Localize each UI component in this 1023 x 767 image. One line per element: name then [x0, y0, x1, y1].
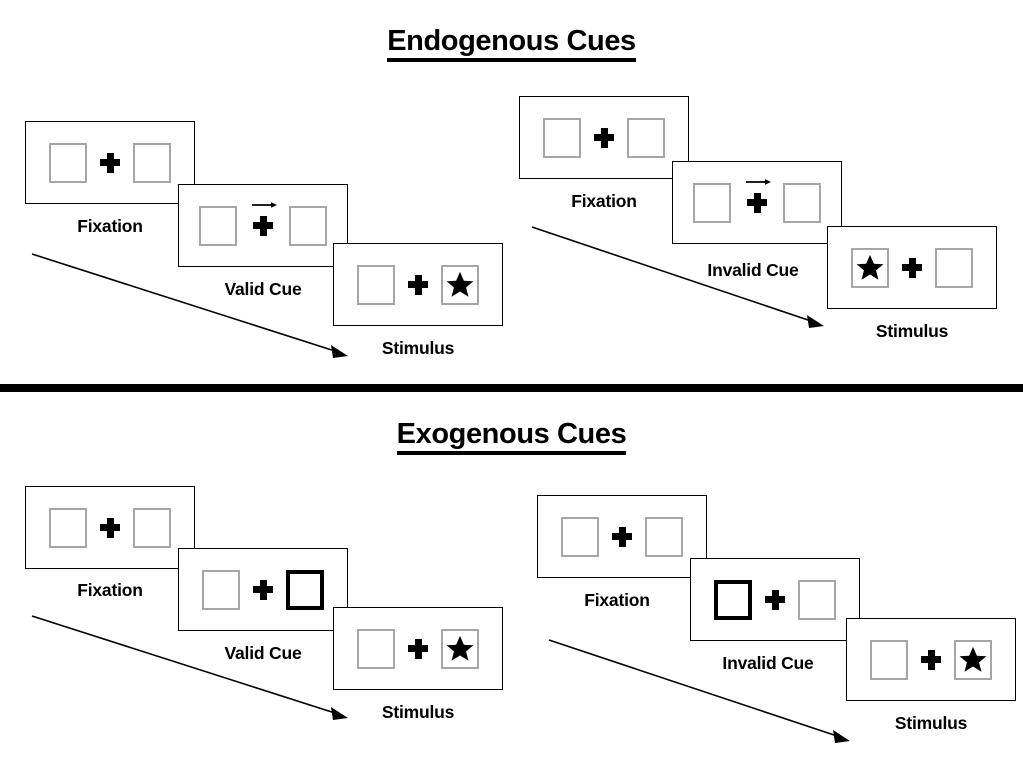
- panel-endo-invalid-cue: [672, 161, 842, 244]
- panel-exo-invalid-fixation: [537, 495, 707, 578]
- caption-endo-valid-stimulus: Stimulus: [381, 338, 455, 358]
- caption-endo-valid-fixation: Fixation: [77, 216, 143, 236]
- panel-endo-valid-cue: [178, 184, 348, 267]
- endogenous-section-title: Endogenous Cues: [0, 25, 1023, 62]
- left-box-with-star: [851, 247, 889, 288]
- panel-endo-invalid-fixation: [519, 96, 689, 179]
- exogenous-title-text: Exogenous Cues: [396, 418, 627, 455]
- left-box: [870, 639, 908, 680]
- left-box: [357, 264, 395, 305]
- panel-exo-valid-stimulus: [333, 607, 503, 690]
- endogenous-title-text: Endogenous Cues: [387, 25, 636, 62]
- caption-exo-invalid-fixation: Fixation: [584, 590, 650, 610]
- flow-arrow-exo-invalid: [548, 639, 850, 743]
- panel-exo-valid-cue: [178, 548, 348, 631]
- fixation-cross-icon: [765, 589, 785, 610]
- left-box: [357, 628, 395, 669]
- fixation-cross-icon: [902, 257, 922, 278]
- caption-exo-invalid-stimulus: Stimulus: [894, 713, 968, 733]
- panel-exo-invalid-cue: [690, 558, 860, 641]
- right-arrow-cue-icon: [746, 178, 772, 185]
- fixation-cross-icon: [747, 192, 767, 213]
- panel-exo-valid-fixation: [25, 486, 195, 569]
- center-cue-stack: [744, 178, 772, 213]
- caption-endo-valid-cue: Valid Cue: [224, 279, 302, 299]
- right-box-with-star: [954, 639, 992, 680]
- fixation-cross-icon: [612, 526, 632, 547]
- left-box: [202, 569, 240, 610]
- fixation-cross-icon: [100, 152, 120, 173]
- left-box: [49, 142, 87, 183]
- caption-exo-invalid-cue: Invalid Cue: [722, 653, 814, 673]
- right-box: [645, 516, 683, 557]
- fixation-cross-icon: [408, 274, 428, 295]
- fixation-cross-icon: [594, 127, 614, 148]
- caption-exo-valid-fixation: Fixation: [77, 580, 143, 600]
- star-icon: [856, 254, 884, 280]
- fixation-cross-icon: [100, 517, 120, 538]
- panel-exo-invalid-stimulus: [846, 618, 1016, 701]
- flow-arrow-endo-valid: [31, 253, 348, 358]
- right-box-with-star: [441, 628, 479, 669]
- fixation-cross-icon: [253, 215, 273, 236]
- caption-endo-invalid-stimulus: Stimulus: [875, 321, 949, 341]
- left-box: [543, 117, 581, 158]
- right-box-with-star: [441, 264, 479, 305]
- star-icon: [959, 646, 987, 672]
- left-box: [561, 516, 599, 557]
- right-box: [798, 579, 836, 620]
- left-box: [693, 182, 731, 223]
- left-box-cued: [714, 579, 752, 620]
- star-icon: [446, 271, 474, 297]
- right-box: [133, 507, 171, 548]
- right-box-cued: [286, 569, 324, 610]
- panel-endo-invalid-stimulus: [827, 226, 997, 309]
- right-box: [783, 182, 821, 223]
- right-box: [935, 247, 973, 288]
- fixation-cross-icon: [408, 638, 428, 659]
- center-cue-stack: [250, 201, 278, 236]
- flow-arrow-endo-invalid: [531, 226, 824, 328]
- left-box: [199, 205, 237, 246]
- caption-exo-valid-stimulus: Stimulus: [381, 702, 455, 722]
- caption-exo-valid-cue: Valid Cue: [224, 643, 302, 663]
- right-box: [133, 142, 171, 183]
- exogenous-section-title: Exogenous Cues: [0, 418, 1023, 455]
- caption-endo-invalid-fixation: Fixation: [571, 191, 637, 211]
- fixation-cross-icon: [253, 579, 273, 600]
- fixation-cross-icon: [921, 649, 941, 670]
- left-box: [49, 507, 87, 548]
- right-box: [627, 117, 665, 158]
- right-arrow-cue-icon: [252, 201, 278, 208]
- flow-arrow-exo-valid: [31, 615, 348, 720]
- right-box: [289, 205, 327, 246]
- section-divider: [0, 384, 1023, 392]
- caption-endo-invalid-cue: Invalid Cue: [707, 260, 799, 280]
- star-icon: [446, 635, 474, 661]
- panel-endo-valid-fixation: [25, 121, 195, 204]
- panel-endo-valid-stimulus: [333, 243, 503, 326]
